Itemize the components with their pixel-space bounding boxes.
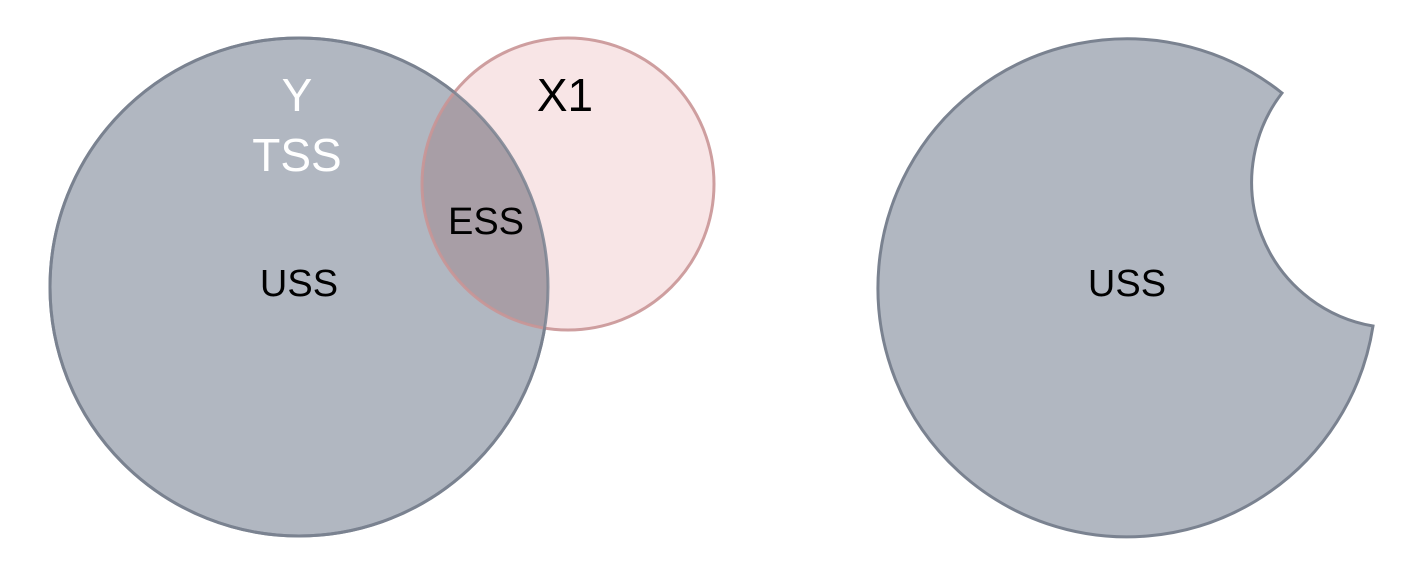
uss-label: USS	[260, 263, 338, 305]
residual-shape	[876, 37, 1375, 539]
residual-uss-label: USS	[1088, 263, 1166, 305]
right-venn-group: USS	[876, 37, 1375, 539]
x1-label: X1	[537, 69, 593, 121]
y-circle-outline	[48, 36, 550, 538]
left-venn-group: Y TSS X1 ESS USS	[48, 36, 716, 538]
x1-circle-outline	[420, 36, 716, 332]
ess-label: ESS	[448, 201, 524, 243]
y-label: Y	[282, 69, 313, 121]
tss-label: TSS	[252, 129, 341, 181]
